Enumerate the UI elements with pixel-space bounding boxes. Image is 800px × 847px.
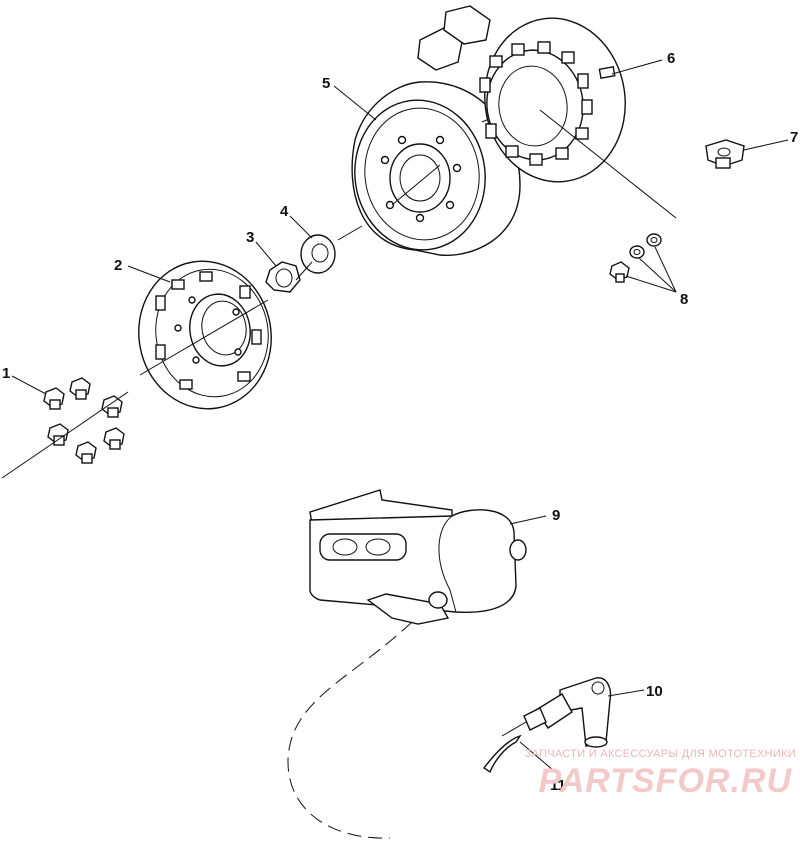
callout-7: 7 (790, 129, 798, 146)
part-starter-cup (138, 260, 272, 410)
bolt-axis-line (1, 391, 129, 479)
washer-flywheel-axis (337, 225, 363, 241)
callout-11: 11 (550, 777, 566, 794)
flywheel-axis-line (391, 164, 441, 206)
callout-8: 8 (680, 291, 688, 308)
part-stator (417, 5, 626, 183)
boot-axis-line (501, 721, 527, 737)
watermark-caption: ЗАПЧАСТИ И АКСЕССУАРЫ ДЛЯ МОТОТЕХНИКИ (524, 748, 796, 760)
part-washer (300, 234, 336, 274)
callout-1: 1 (2, 365, 10, 382)
part-nut (265, 261, 301, 293)
watermark: ЗАПЧАСТИ И АКСЕССУАРЫ ДЛЯ МОТОТЕХНИКИ PA… (478, 748, 796, 808)
part-wire (482, 734, 522, 774)
part-screws-washers (609, 233, 662, 283)
callout-labels: 1 2 3 4 5 6 7 8 9 10 11 (2, 50, 798, 794)
callout-2: 2 (114, 257, 122, 274)
part-ignition-coil (309, 489, 527, 625)
cup-axis-line (139, 299, 269, 376)
nut-washer-axis (295, 261, 313, 281)
part-grommet (705, 139, 745, 169)
callout-10: 10 (646, 683, 663, 700)
stator-axis-line (539, 109, 677, 219)
callout-5: 5 (322, 75, 330, 92)
callout-6: 6 (667, 50, 675, 67)
callout-3: 3 (246, 229, 254, 246)
part-spark-plug-cap (523, 677, 612, 748)
coil-wire-dashed (287, 621, 413, 839)
watermark-brand: PARTSFOR.RU (538, 762, 792, 800)
part-bolts (43, 377, 125, 464)
callout-9: 9 (552, 507, 560, 524)
callout-leaders (11, 59, 789, 777)
callout-4: 4 (280, 203, 289, 220)
